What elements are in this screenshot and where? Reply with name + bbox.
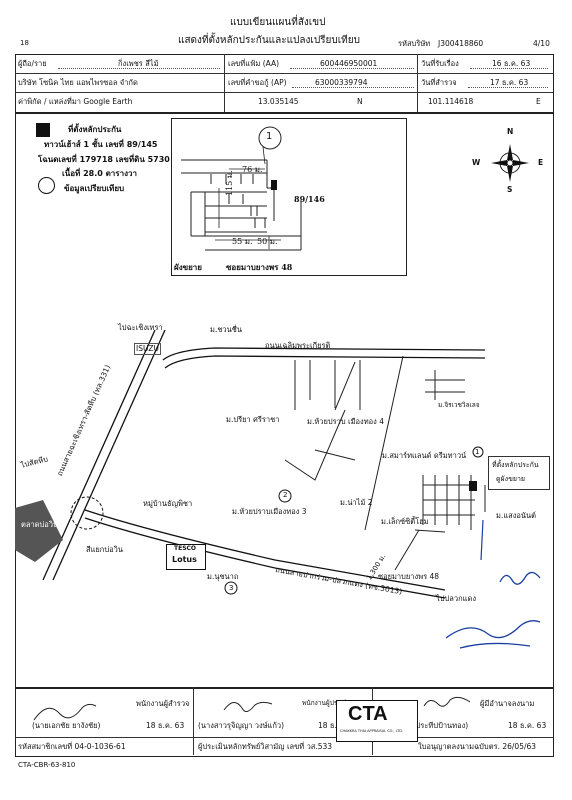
map-frame [15, 112, 554, 689]
road-map [15, 329, 486, 599]
label-jirawat: ม.จิรเวชวิลเลจ [438, 401, 480, 409]
label-isuzu: ISUZU [134, 343, 161, 355]
ap-value: 63000339794 [315, 78, 368, 87]
authorized-role: ผู้มีอำนาจลงนาม [480, 699, 535, 708]
inset-marker-1: 1 [266, 131, 273, 142]
legend-collateral: ที่ตั้งหลักประกัน [68, 125, 122, 134]
map-marker-1: 1 [475, 448, 480, 456]
latitude-dir: N [357, 97, 363, 106]
tesco-text: TESCO [174, 545, 197, 552]
callout-see-inset: ดูผังขยาย [496, 475, 525, 483]
compass-east: E [538, 158, 544, 167]
owner-value: กิ่งเพชร สีไม้ [118, 59, 159, 68]
inset-expand-label: ผังขยาย [174, 262, 202, 272]
aa-value: 600446950001 [320, 59, 378, 68]
label-saengnan: ม.แสงอนันต์ [496, 511, 537, 520]
survey-date-value: 17 ธ.ค. 63 [490, 78, 529, 87]
doc-title: แบบเขียนแผนที่สังเขป [230, 17, 326, 28]
label-tanyapicha: หมู่บ้านธัญพิชา [143, 499, 193, 508]
legend-house: ทาวน์เฮ้าส์ 1 ชั้น เลขที่ 89/145 [44, 140, 158, 149]
compass-icon [491, 144, 529, 182]
label-smarthome: ม.สมาร์ทแลนด์ ดรีมทาวน์ [382, 451, 467, 460]
longitude-value: 101.114618 [428, 97, 474, 106]
page-number: 4/10 [533, 39, 550, 48]
label-nongbon-junction: สีแยกบ่อวิน [86, 545, 123, 554]
company-value: บริษัท โซนิค ไทย แอพไพรซอล จำกัด [18, 78, 138, 87]
survey-date-label: วันที่สำรวจ [421, 78, 457, 87]
received-date-label: วันที่รับเรื่อง [421, 59, 459, 68]
surveyor-role: พนักงานผู้สำรวจ [136, 699, 190, 708]
signature-scribble [445, 571, 541, 649]
legend-comparison: ข้อมูลเปรียบเทียบ [64, 184, 125, 193]
checker-name: (นางสาวรุจิญญา วงษ์แก้ว) [198, 721, 285, 730]
label-priya: ม.ปรียา ศรีราชา [226, 415, 280, 424]
label-naimai-2: ม.น่าไม้ 2 [340, 498, 373, 507]
company-stamp [336, 700, 418, 742]
inset-map [171, 118, 407, 276]
inset-map-drawing [181, 126, 302, 251]
label-huaypraban-3: ม.ห้วยปราบเมืองทอง 3 [232, 507, 307, 516]
longitude-dir: E [536, 97, 541, 106]
label-soi-48: ซอยมาบยางพร 48 [378, 572, 440, 581]
label-to-pluakdaeng: ไปปลวกแดง [436, 594, 477, 603]
authorized-date: 18 ธ.ค. 63 [508, 721, 547, 730]
appraiser-role: พนักงานผู้ประเมินราคา [302, 699, 367, 707]
legend-deed: โฉนดเลขที่ 179718 เลขที่ดิน 5730 [38, 155, 170, 164]
ref-value: J300418860 [438, 39, 484, 48]
legend-area: เนื้อที่ 28.0 ตารางวา [62, 169, 137, 178]
lotus-text: Lotus [172, 555, 197, 564]
map-marker-2: 2 [283, 491, 288, 499]
stamp-subtext: CHAKKRA THAI APPRAISAL CO., LTD. [340, 729, 404, 733]
collateral-callout [488, 456, 550, 490]
label-huaypraban-4: ม.ห้วยปราบ เมืองทอง 4 [307, 417, 384, 426]
label-nusara: ม.นุชนาถ [207, 572, 239, 581]
inset-collateral-marker [271, 180, 277, 190]
owner-label: ผู้ถือ/ราย [18, 59, 47, 68]
ref-label: รหัสบริษัท [398, 39, 431, 48]
tesco-lotus-logo [166, 544, 206, 570]
map-marker-3: 3 [229, 584, 234, 592]
signing-license: ใบอนุญาตลงนามฉบับตร. 26/05/63 [418, 742, 537, 751]
inset-dist-115: 115 ม. [225, 170, 234, 196]
signature-panel [15, 687, 554, 757]
latitude-value: 13.035145 [258, 97, 299, 106]
comparison-legend-marker [38, 177, 55, 194]
inset-house-number: 89/146 [294, 194, 325, 204]
checker-signature [223, 701, 273, 712]
surveyor-name: (นายเอกชัย ยางังชัย) [32, 721, 101, 730]
collateral-legend-marker [36, 123, 50, 137]
stamp-text: CTA [348, 703, 388, 725]
callout-collateral: ที่ตั้งหลักประกัน [492, 461, 539, 469]
coord-label: ค่าพิกัด / แหล่งที่มา Google Earth [18, 97, 133, 106]
label-to-chachoengsao: ไปฉะเชิงเทรา [118, 323, 163, 332]
doc-left-code: 18 [20, 39, 29, 47]
member-license: รหัสสมาชิกเลขที่ 04-0-1036-61 [18, 742, 126, 751]
map-collateral-marker [469, 481, 477, 491]
label-chuanchuen: ม.ชวนชื่น [210, 325, 242, 334]
inset-dist-55: 55 ม. [232, 237, 253, 246]
authorized-name: (นายอดิเรก ประทีปป้านทอง) [376, 721, 469, 730]
document-code: CTA-CBR-63-810 [18, 761, 76, 769]
compass-south: S [507, 185, 513, 194]
label-lexcity: ม.เล็กซ์ซิตี้โฮม [381, 517, 429, 526]
authorized-signature [423, 696, 471, 707]
appraiser-license: ผู้ประเมินหลักทรัพย์วิสามัญ เลขที่ วส.53… [198, 742, 333, 751]
inset-dist-50: 50 ม. [257, 237, 278, 246]
compass-north: N [507, 127, 514, 136]
doc-subtitle: แสดงที่ตั้งหลักประกันและแปลงเปรียบเทียบ [178, 35, 360, 46]
surveyor-date: 18 ธ.ค. 63 [146, 721, 185, 730]
label-nongbon-market: ตลาดบ่อวิน [21, 520, 59, 529]
label-chalermprakiat-road: ถนนเฉลิมพระเกียรติ [265, 341, 331, 350]
aa-label: เลขที่แฟ้ม (AA) [228, 59, 280, 68]
compass-west: W [472, 158, 481, 167]
surveyor-signature [33, 703, 97, 721]
inset-dist-76: 76 ม. [242, 165, 263, 174]
ap-label: เลขที่คำขอกู้ (AP) [228, 78, 287, 87]
received-date-value: 16 ธ.ค. 63 [492, 59, 531, 68]
info-table [15, 54, 554, 114]
inset-soi-label: ซอยมาบยางพร 48 [226, 262, 293, 272]
